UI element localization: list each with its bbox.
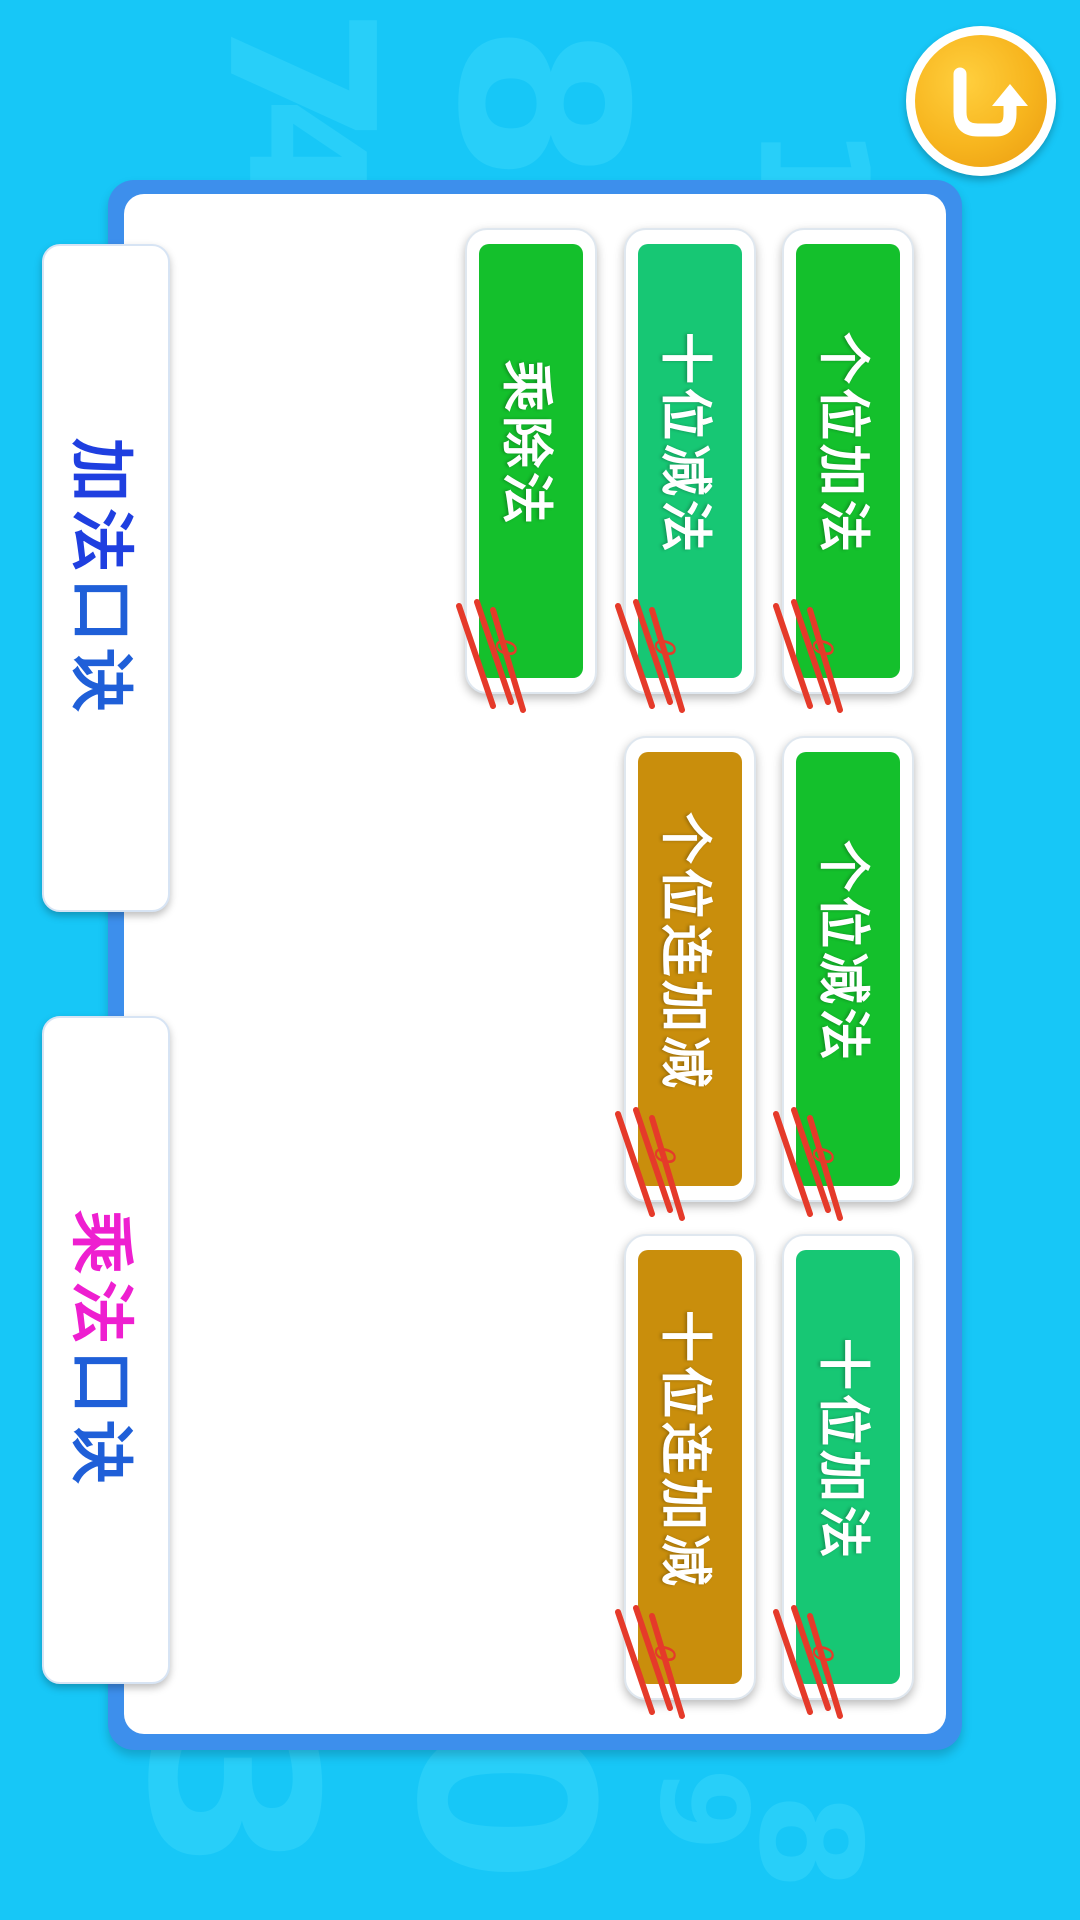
tab-addition-formula[interactable]: 加法口诀: [42, 244, 170, 912]
score-mark-stroke: [773, 1609, 813, 1715]
score-mark-icon: [615, 1107, 685, 1221]
score-mark-stroke: [490, 607, 526, 713]
lesson-card-face: 十位连加减0: [638, 1250, 742, 1684]
score-mark-stroke: [807, 607, 843, 713]
score-mark-stroke: [773, 1111, 813, 1217]
score-mark-icon: [773, 599, 843, 713]
score-mark-stroke: [791, 599, 831, 705]
lesson-title: 个位减法: [812, 839, 873, 1064]
score-mark-stroke: [649, 1115, 685, 1221]
lesson-title: 十位加法: [812, 1337, 873, 1562]
lesson-title: 十位减法: [654, 331, 715, 556]
lesson-card[interactable]: 乘除法0: [456, 228, 597, 713]
score-mark-stroke: [633, 1107, 673, 1213]
score-mark-stroke: [615, 1111, 655, 1217]
score-mark-stroke: [807, 1115, 843, 1221]
score-mark-stroke: [615, 603, 655, 709]
lesson-card-face: 十位减法0: [638, 244, 742, 678]
lesson-title: 乘除法: [495, 359, 556, 528]
lesson-card[interactable]: 十位加法0: [773, 1234, 914, 1719]
score-mark-stroke: [791, 1107, 831, 1213]
score-mark-stroke: [773, 603, 813, 709]
score-mark-stroke: [615, 1609, 655, 1715]
score-mark-stroke: [633, 1605, 673, 1711]
lesson-card[interactable]: 个位加法0: [773, 228, 914, 713]
back-arrow-icon: [953, 67, 1028, 137]
back-button[interactable]: [906, 26, 1056, 176]
score-mark-stroke: [456, 603, 496, 709]
score-mark-stroke: [791, 1605, 831, 1711]
lesson-card[interactable]: 个位减法0: [773, 736, 914, 1221]
score-mark-stroke: [649, 1613, 685, 1719]
lesson-card-face: 乘除法0: [479, 244, 583, 678]
lesson-title: 个位连加减: [654, 811, 715, 1092]
back-button-face: [915, 35, 1047, 167]
lesson-card-face: 个位减法0: [796, 752, 900, 1186]
tab-addition-formula-label: 加法口诀: [63, 438, 137, 718]
lesson-card[interactable]: 十位减法0: [615, 228, 756, 713]
lesson-card-face: 个位连加减0: [638, 752, 742, 1186]
lesson-title: 个位加法: [812, 331, 873, 556]
tab-multiplication-formula[interactable]: 乘法口诀: [42, 1016, 170, 1684]
lesson-card[interactable]: 个位连加减0: [615, 736, 756, 1221]
score-mark-stroke: [649, 607, 685, 713]
score-mark-stroke: [633, 599, 673, 705]
tab-multiplication-formula-label: 乘法口诀: [63, 1210, 137, 1490]
lesson-card-face: 十位加法0: [796, 1250, 900, 1684]
lesson-card[interactable]: 十位连加减0: [615, 1234, 756, 1719]
lesson-title: 十位连加减: [654, 1309, 715, 1590]
score-mark-stroke: [807, 1613, 843, 1719]
background-digit: 8: [727, 1792, 891, 1891]
score-mark-icon: [773, 1605, 843, 1719]
score-mark-icon: [615, 1605, 685, 1719]
score-mark-stroke: [474, 599, 514, 705]
score-mark-icon: [615, 599, 685, 713]
lesson-card-face: 个位加法0: [796, 244, 900, 678]
score-mark-icon: [456, 599, 526, 713]
score-mark-icon: [773, 1107, 843, 1221]
background-digit: 8: [406, 23, 674, 184]
